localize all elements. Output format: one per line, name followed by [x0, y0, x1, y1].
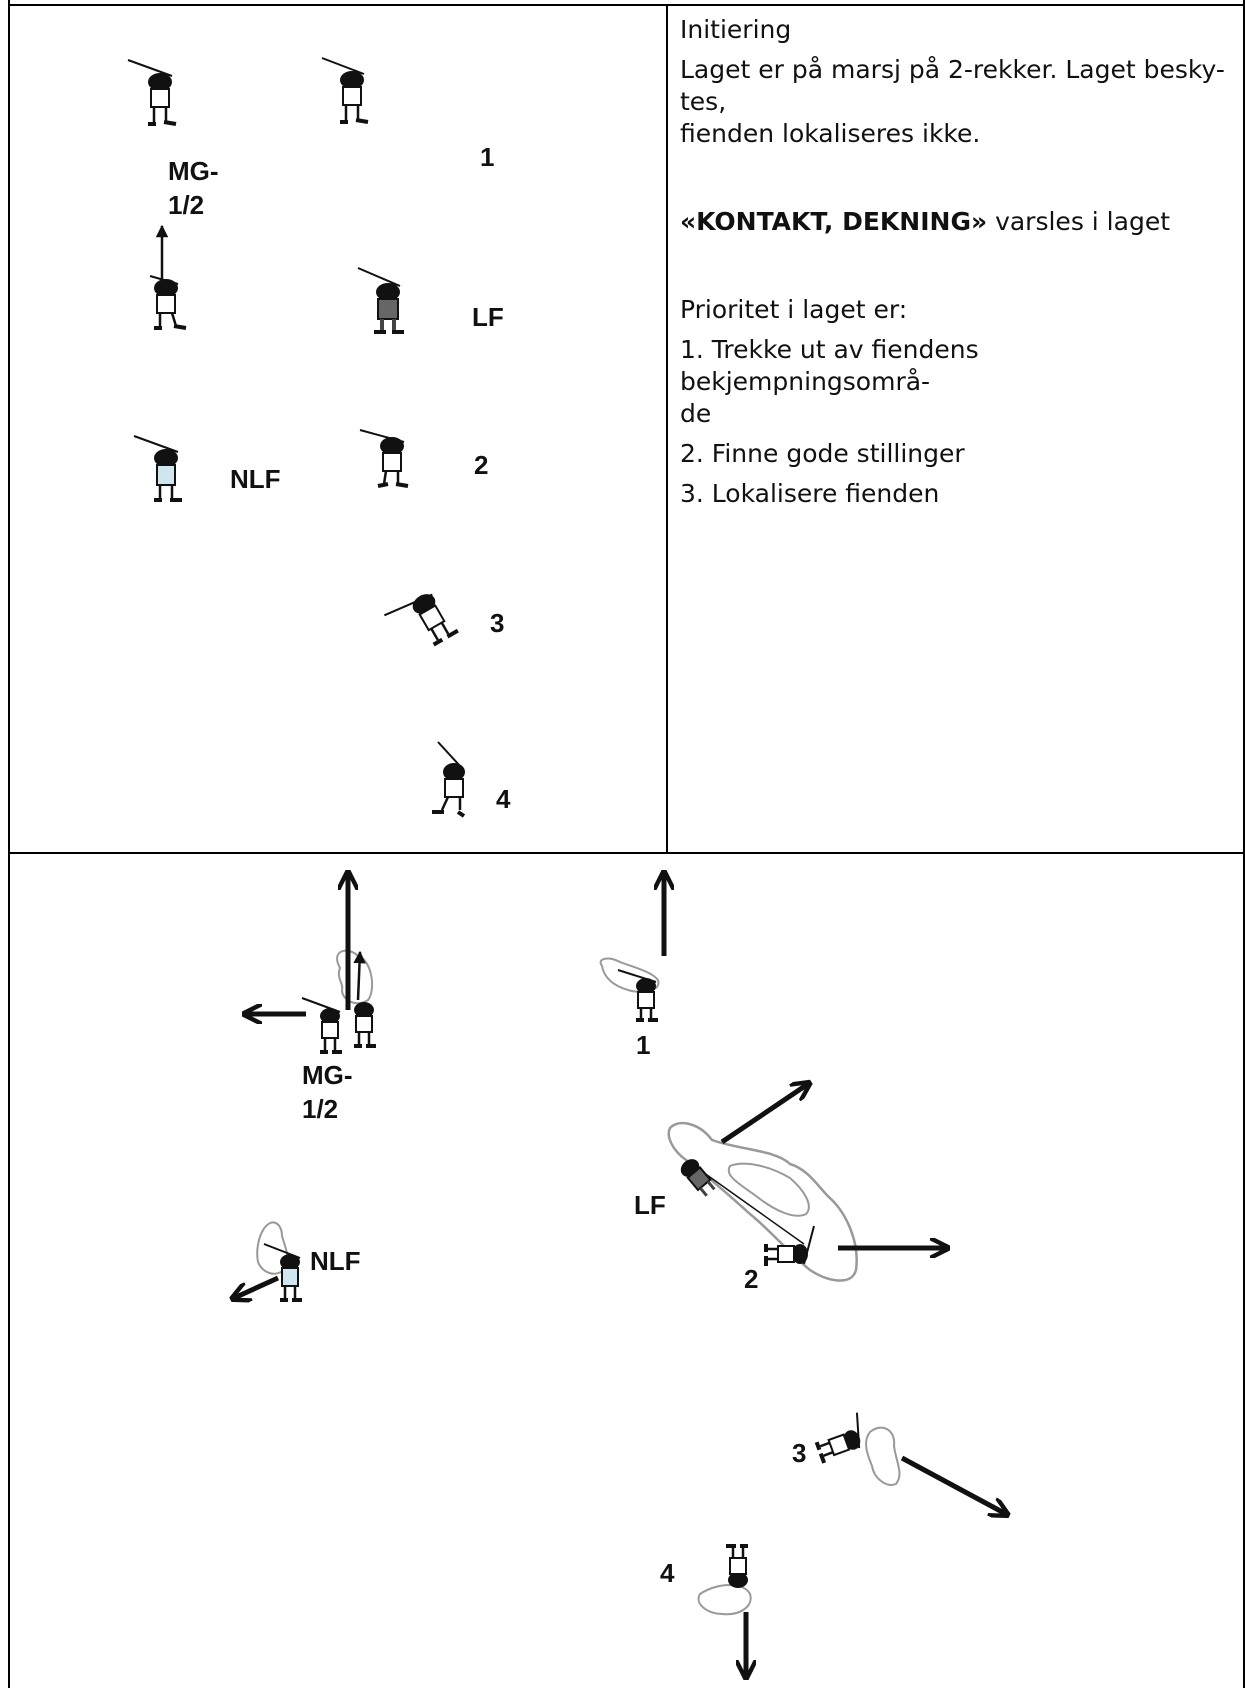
outer-border-top: [8, 4, 1245, 6]
soldier-1-cover-outline: [599, 957, 660, 993]
label-lf-bottom: LF: [634, 1190, 666, 1220]
alert-line: «KONTAKT, DEKNING» varsles i laget: [680, 206, 1225, 238]
soldier-lf-bottom: [680, 1159, 716, 1197]
soldier-4-bottom: [726, 1544, 748, 1588]
row-divider: [8, 852, 1245, 854]
priority-heading: Prioritet i laget er:: [680, 295, 908, 324]
section-heading: Initiering: [680, 15, 792, 44]
mg-small-arrow: [353, 950, 366, 1001]
lf-cover-outline-inner: [727, 1162, 810, 1217]
soldier-nlf-top: [133, 435, 182, 502]
alert-rest: varsles i laget: [987, 207, 1170, 236]
soldier-nlf-bottom: [263, 1243, 302, 1302]
soldier-mg-bottom-a: [301, 997, 342, 1054]
soldier-2-top: [359, 429, 409, 488]
soldier-1-bottom: [617, 969, 658, 1022]
situation-paragraph: Laget er på marsj på 2-rekker. Laget bes…: [680, 55, 1225, 148]
outer-border-right: [1243, 0, 1245, 1688]
soldier-4-top: [432, 741, 466, 818]
outer-border-left: [8, 0, 10, 1688]
column-divider: [666, 4, 668, 854]
soldier-mg-b: [149, 275, 187, 330]
lf-to-2-line: [699, 1169, 805, 1245]
soldier-2-bottom: [764, 1225, 815, 1266]
soldier-3-cover-outline: [865, 1426, 901, 1486]
instruction-text-panel: Initiering Laget er på marsj på 2-rekker…: [680, 14, 1225, 518]
label-4-top: 4: [496, 784, 511, 814]
soldier-lf-top: [357, 267, 404, 334]
soldier-mg-bottom-b: [354, 1002, 376, 1048]
soldier-3-top: [383, 593, 459, 647]
label-2-bottom: 2: [744, 1264, 759, 1294]
mg-cover-outline: [336, 949, 374, 1005]
label-nlf-top: NLF: [230, 464, 281, 494]
nlf-retreat-arrow: [234, 1275, 280, 1298]
label-2-top: 2: [474, 450, 489, 480]
label-mg-top: MG- 1/2: [168, 156, 219, 220]
alert-call: «KONTAKT, DEKNING»: [680, 207, 988, 236]
priority-item-1: 1. Trekke ut av fiendens bekjempningsomr…: [680, 335, 979, 428]
soldier-1-top: [321, 57, 369, 124]
label-1-bottom: 1: [636, 1030, 651, 1060]
label-3-top: 3: [490, 608, 505, 638]
label-1-top: 1: [480, 142, 495, 172]
label-nlf-bottom: NLF: [310, 1246, 361, 1276]
label-4-bottom: 4: [660, 1558, 675, 1588]
label-3-bottom: 3: [792, 1438, 807, 1468]
soldier-3-bottom: [814, 1412, 861, 1464]
priority-item-3: 3. Lokalisere fienden: [680, 479, 940, 508]
lf-diagonal-arrow: [720, 1084, 808, 1145]
soldier-3-diagonal-arrow: [900, 1455, 1006, 1514]
label-lf-top: LF: [472, 302, 504, 332]
label-mg-bottom: MG- 1/2: [302, 1060, 353, 1124]
soldier-mg-a: [127, 59, 177, 126]
soldier-4-cover-outline: [697, 1584, 752, 1616]
priority-item-2: 2. Finne gode stillinger: [680, 439, 965, 468]
